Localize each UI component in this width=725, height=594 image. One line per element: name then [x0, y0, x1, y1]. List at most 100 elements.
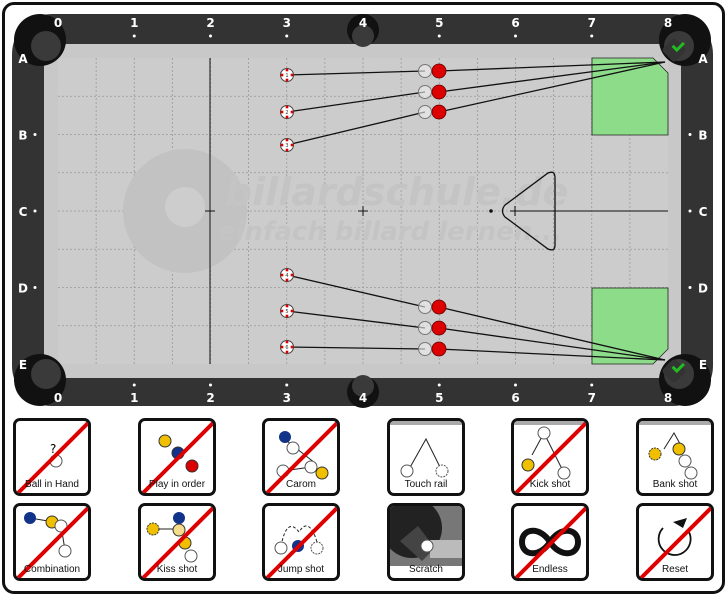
- column-label-bottom: 3: [283, 391, 291, 405]
- icon-reset: Reset: [636, 503, 714, 581]
- diamond: [514, 383, 517, 387]
- object-path: [438, 348, 666, 361]
- endless-icon: [514, 506, 586, 578]
- check-badge: [662, 38, 686, 62]
- kick-shot-icon: [514, 421, 586, 493]
- ghost-ball: [418, 342, 432, 356]
- cue-ball-number: 4: [285, 273, 288, 279]
- cue-ball-marker: [285, 340, 289, 344]
- cue-ball-marker: [285, 138, 289, 142]
- check-mark: [671, 362, 685, 374]
- cue-ball-marker: [280, 110, 284, 114]
- check-badge: [662, 359, 686, 383]
- target-zone-bottom: [591, 287, 669, 365]
- icon-carom: Carom: [262, 418, 340, 496]
- icon-endless: Endless: [511, 503, 589, 581]
- diamond: [688, 286, 692, 289]
- ghost-ball: [418, 85, 432, 99]
- watermark-logo: [165, 187, 205, 227]
- cue-ball-marker: [290, 110, 294, 114]
- check-mark: [671, 41, 685, 53]
- ghost-ball: [418, 64, 432, 78]
- cue-ball-marker: [280, 345, 284, 349]
- column-label-bottom: 0: [54, 391, 62, 405]
- cue-path: [286, 310, 426, 329]
- cue-ball-marker: [285, 115, 289, 119]
- cue-ball-number: 2: [285, 110, 288, 116]
- cue-ball-marker: [280, 273, 284, 277]
- icon-label: Ball in Hand: [25, 479, 79, 490]
- cue-ball-marker: [290, 143, 294, 147]
- diamond: [33, 133, 37, 136]
- icon-combination: Combination: [13, 503, 91, 581]
- icon-label: Carom: [285, 479, 316, 490]
- cue-ball-number: 1: [285, 73, 288, 79]
- cue-ball-marker: [280, 143, 284, 147]
- column-label-bottom: 6: [511, 391, 519, 405]
- spot-cross: [205, 206, 215, 216]
- column-label-top: 6: [511, 16, 519, 30]
- carom-icon: [265, 421, 337, 493]
- icon-label: Play in order: [148, 479, 206, 490]
- pocket-liner: [31, 359, 61, 389]
- object-path: [438, 327, 666, 361]
- row-label-left: C: [19, 205, 28, 219]
- touch-rail-icon: [390, 421, 462, 478]
- diamond: [33, 209, 37, 213]
- icon-touch-rail: Touch rail: [387, 418, 465, 496]
- icon-label: Kiss shot: [156, 564, 198, 575]
- ghost-ball: [418, 105, 432, 119]
- row-label-right: D: [698, 282, 708, 296]
- column-label-top: 5: [435, 16, 443, 30]
- column-label-bottom: 1: [130, 391, 138, 405]
- cue-ball: [280, 105, 294, 119]
- crossed-out-icon: [265, 421, 337, 493]
- cue-ball-marker: [285, 304, 289, 308]
- spot: [489, 209, 493, 213]
- icon-label: Endless: [532, 564, 568, 575]
- column-label-top: 7: [588, 16, 596, 30]
- cue-ball-marker: [285, 350, 289, 354]
- shot: 2: [280, 61, 666, 119]
- cue-path: [286, 111, 426, 146]
- icon-kick-shot: Kick shot: [511, 418, 589, 496]
- column-label-top: 8: [664, 16, 672, 30]
- object-path: [438, 61, 666, 93]
- scratch-icon: [390, 506, 462, 566]
- row-label-left: E: [19, 358, 27, 372]
- cue-path: [286, 70, 426, 76]
- watermark-text: einfach billard lernen...: [218, 217, 562, 247]
- diamond: [209, 34, 212, 38]
- column-label-top: 1: [130, 16, 138, 30]
- crossed-out-icon: [514, 506, 586, 578]
- icon-label: Touch rail: [404, 479, 448, 490]
- kiss-shot-icon: [141, 506, 213, 578]
- row-label-right: E: [699, 358, 707, 372]
- diamond: [132, 34, 136, 38]
- cue-ball-marker: [280, 309, 284, 313]
- icon-jump-shot: Jump shot: [262, 503, 340, 581]
- watermark-text: billardschule.de: [225, 170, 568, 214]
- cue-ball-number: 3: [285, 143, 288, 149]
- diamond: [590, 34, 594, 38]
- cue-ball: [280, 68, 294, 82]
- check-icon: [662, 359, 686, 383]
- icon-kiss-shot: Kiss shot: [138, 503, 216, 581]
- rack-triangle: [501, 171, 556, 251]
- cue-ball-marker: [285, 278, 289, 282]
- shot: 6: [280, 340, 666, 361]
- icon-bank-shot: Bank shot: [636, 418, 714, 496]
- column-label-bottom: 4: [359, 391, 367, 405]
- cue-ball-marker: [285, 148, 289, 152]
- crossed-out-icon: [639, 506, 711, 578]
- object-ball: [431, 104, 447, 120]
- spot-cross: [510, 206, 520, 216]
- diamond: [33, 286, 37, 289]
- crossed-out-icon: [265, 506, 337, 578]
- icon-label: Jump shot: [277, 564, 325, 575]
- object-path: [438, 61, 666, 113]
- cue-ball: [280, 304, 294, 318]
- pocket-liner: [31, 31, 61, 61]
- shot: 5: [280, 304, 666, 361]
